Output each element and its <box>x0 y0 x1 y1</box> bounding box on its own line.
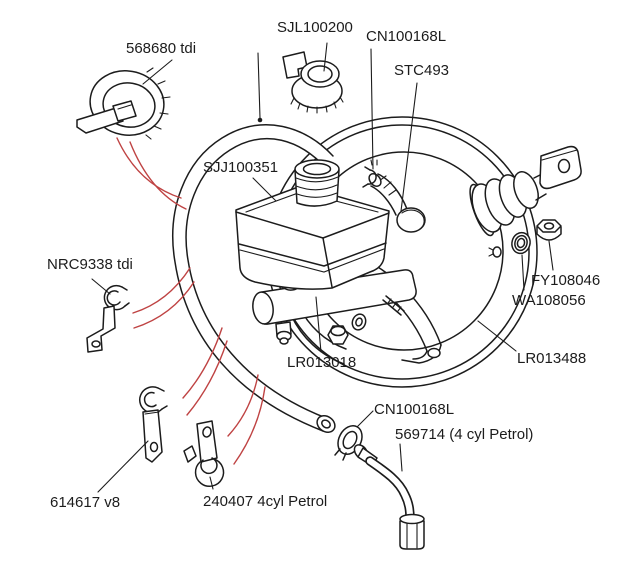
part-label-cn100168l-top: CN100168L <box>366 28 447 45</box>
reservoir-drawing <box>235 159 390 290</box>
cable-tie-drawing <box>76 67 171 140</box>
part-label-cn100168l-bottom: CN100168L <box>374 401 455 418</box>
part-label-fy108046: FY108046 <box>531 272 601 289</box>
bracket-614617-drawing <box>139 386 168 463</box>
bracket-nrc9338-drawing <box>86 284 130 353</box>
supply-hose-drawing <box>172 124 336 433</box>
part-label-lr013488: LR013488 <box>517 350 587 367</box>
red-leader-lines <box>116 137 266 465</box>
label-leader-lines <box>91 42 554 493</box>
part-label-stc493: STC493 <box>394 62 450 79</box>
part-label-wa108056: WA108056 <box>512 292 586 309</box>
part-label-240407: 240407 4cyl Petrol <box>203 493 328 510</box>
bracket-240407-drawing <box>183 420 225 488</box>
servo-pushrod-clevis-drawing <box>469 145 582 237</box>
petrol-pipe-drawing <box>353 444 425 550</box>
part-label-lr013018: LR013018 <box>287 354 357 371</box>
part-label-sjj100351: SJJ100351 <box>203 159 279 176</box>
part-label-569714: 569714 (4 cyl Petrol) <box>395 426 534 443</box>
part-label-568680-tdi: 568680 tdi <box>126 40 197 57</box>
clip-top-drawing <box>362 159 378 188</box>
reservoir-cap-drawing <box>282 51 344 114</box>
nut-drawing <box>536 219 562 241</box>
part-label-nrc9338-tdi: NRC9338 tdi <box>47 256 133 273</box>
part-label-sjl100200: SJL100200 <box>277 19 353 36</box>
washer-drawing <box>511 231 531 255</box>
part-label-614617-v8: 614617 v8 <box>50 494 121 511</box>
